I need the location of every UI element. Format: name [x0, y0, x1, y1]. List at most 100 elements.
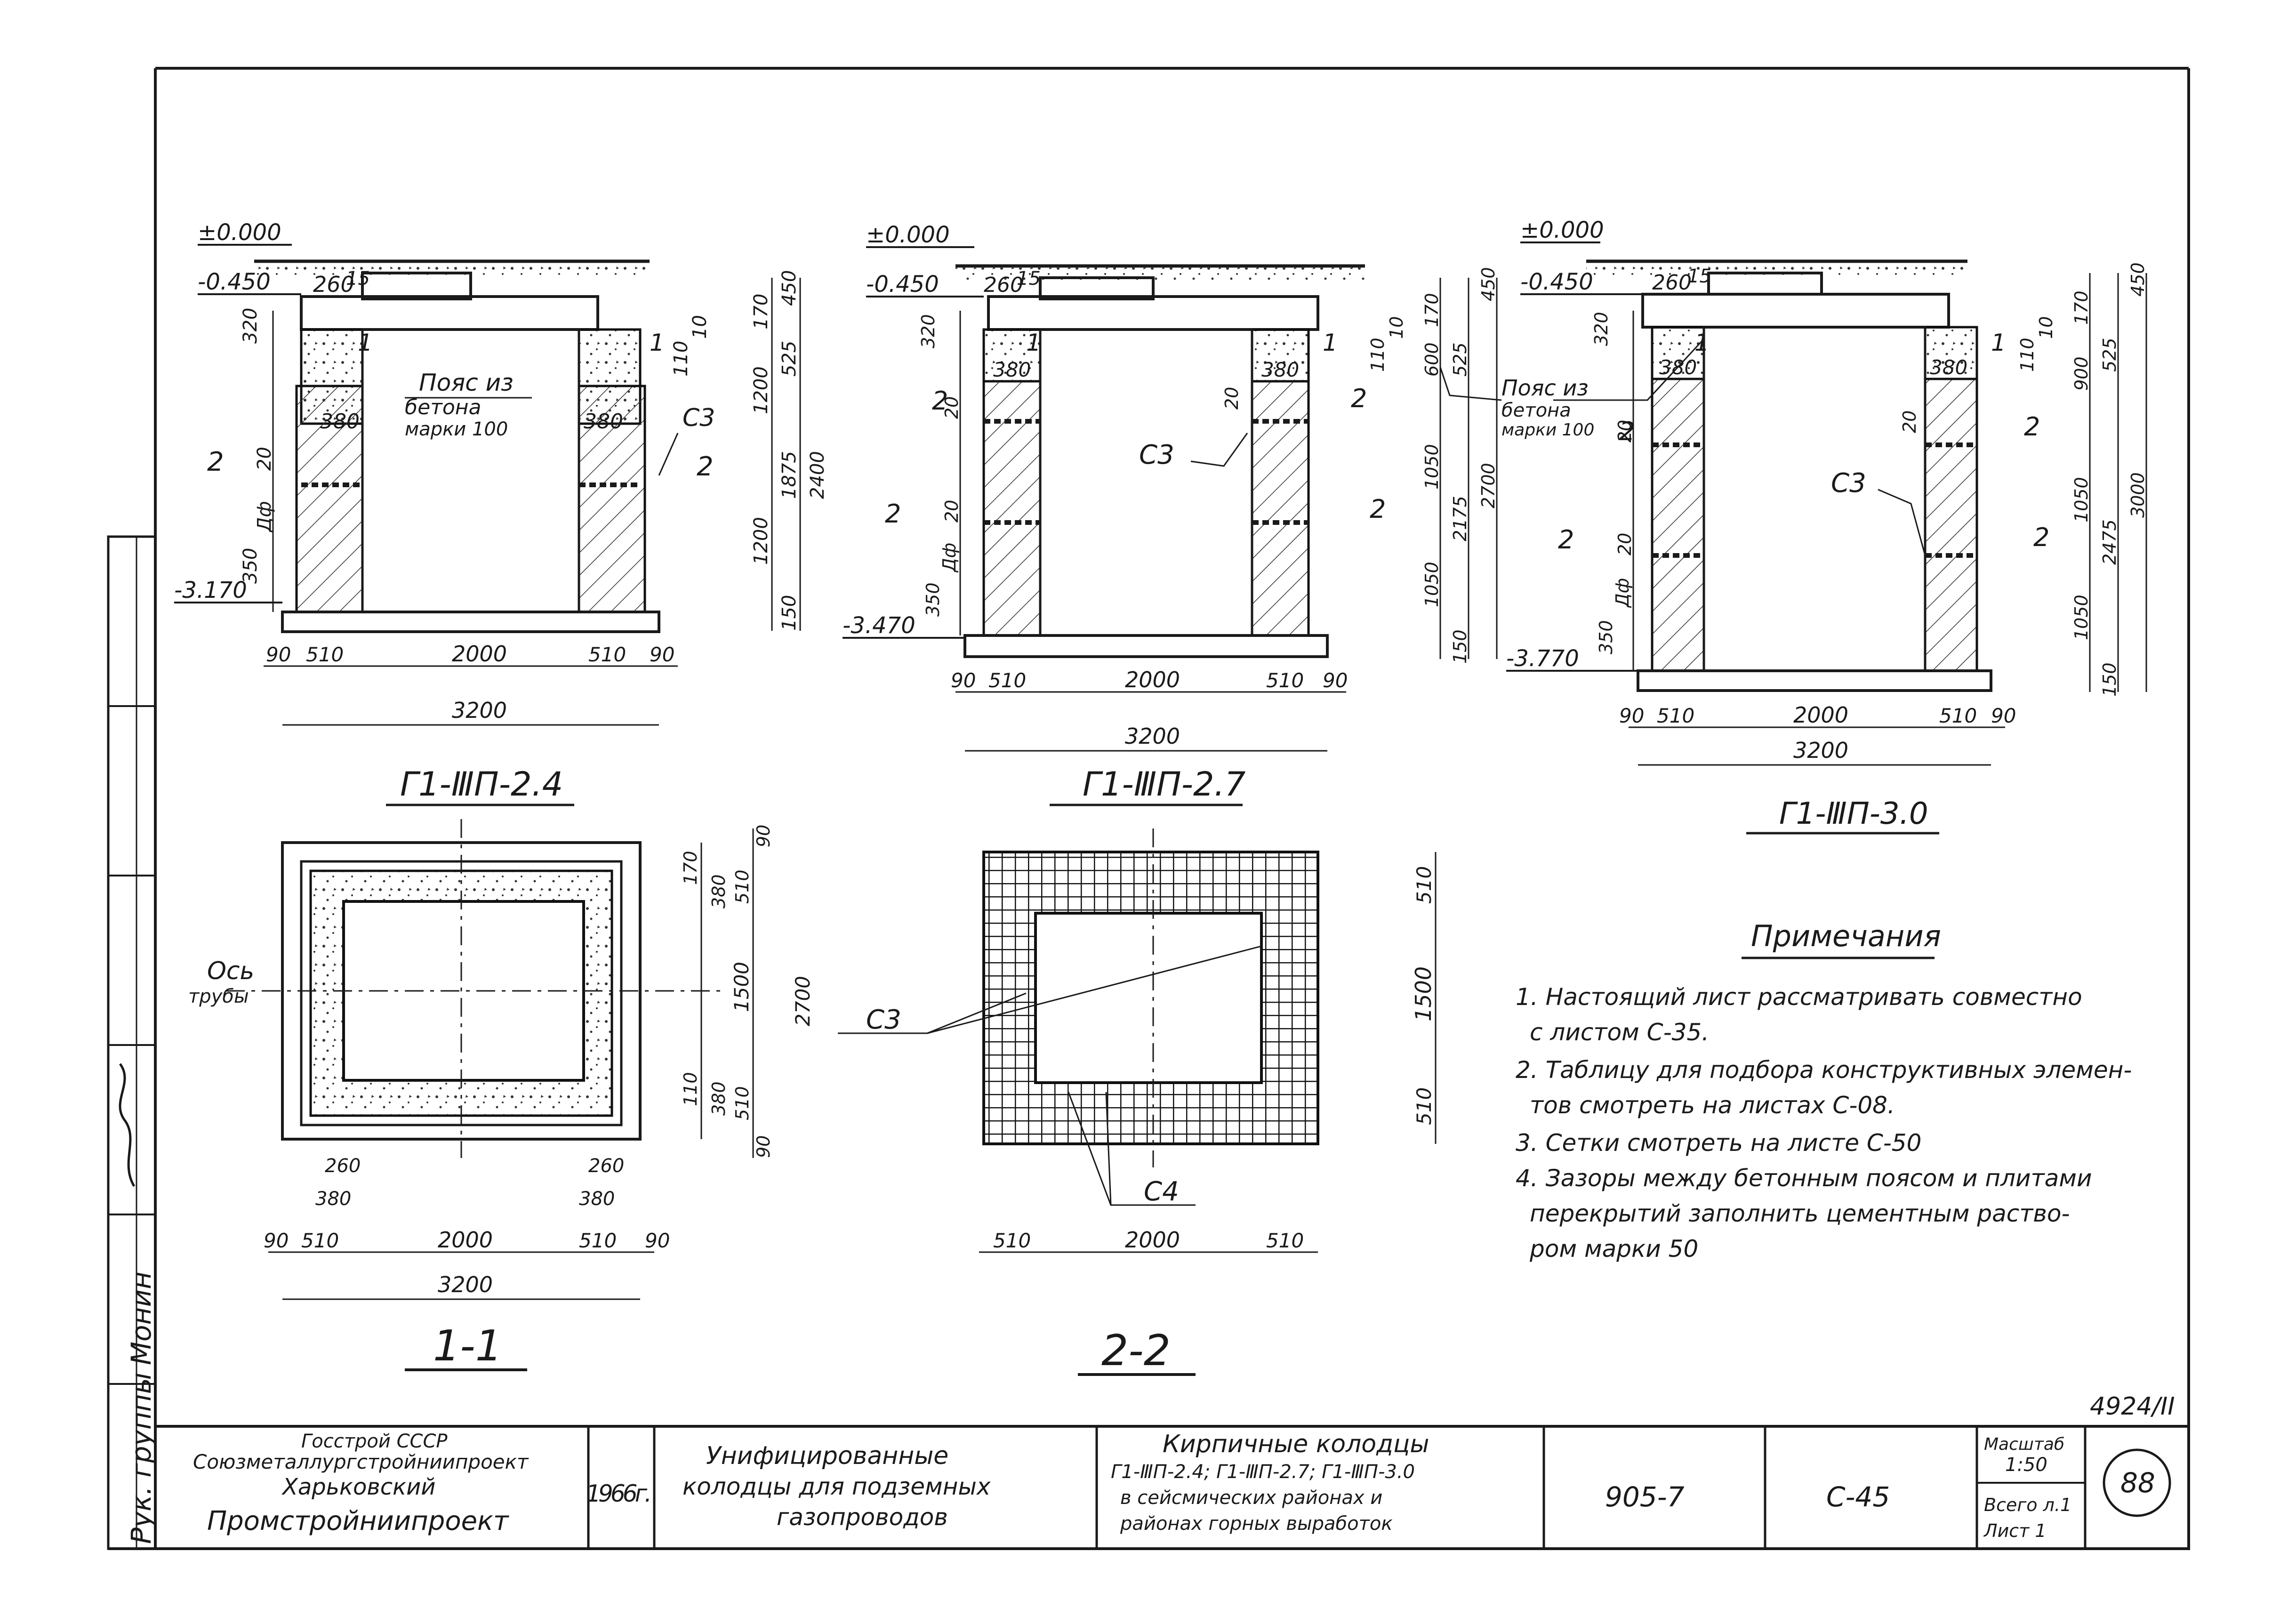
- section-1-1: Ось трубы 90 170 380 510 1500 2700 110 3…: [188, 819, 814, 1371]
- dim-total: 3200: [452, 698, 507, 723]
- right-dim-2175: 2175: [1450, 496, 1470, 541]
- note-line-4: тов смотреть на листах С-08.: [1530, 1092, 1895, 1119]
- left-dim-320: 320: [1591, 312, 1612, 346]
- org-line-1: Госстрой СССР: [301, 1431, 448, 1452]
- left-dim-350: 350: [240, 548, 261, 584]
- belt-note-3: марки 100: [405, 418, 508, 440]
- inner-dim-380-l: 380: [320, 410, 360, 434]
- inner-dim-110: 110: [670, 341, 692, 377]
- right-dim-900: 900: [2071, 356, 2092, 391]
- dim-bottom-90-r: 90: [1323, 669, 1348, 692]
- total-sheets: Всего л.1: [1984, 1495, 2071, 1515]
- inner-dim-10: 10: [689, 315, 711, 339]
- note-line-3: 2. Таблицу для подбора конструктивных эл…: [1516, 1056, 2132, 1084]
- section-mark-1-right: 1: [1323, 329, 1338, 356]
- s11-dim-90-top: 90: [753, 825, 774, 847]
- c3-label: С3: [1139, 440, 1174, 470]
- section-mark-2-upper-right: 2: [2024, 412, 2040, 442]
- s22-dim-2000: 2000: [1125, 1227, 1180, 1253]
- left-dim-20: 20: [254, 447, 275, 471]
- left-dim-350: 350: [1596, 620, 1616, 654]
- s11-dim-90-bottom: 90: [753, 1135, 774, 1158]
- axis-label-1: Ось: [207, 957, 254, 985]
- right-dim-1050-bottom: 1050: [1421, 562, 1442, 607]
- s22-dim-510-r: 510: [1266, 1229, 1304, 1252]
- section-mark-2-upper-left: 2: [932, 386, 948, 416]
- view-title: Г1-ⅢП-2.4: [400, 765, 563, 804]
- section-mark-2-lower-right: 2: [2033, 523, 2049, 552]
- s11-dim-3200: 3200: [438, 1272, 493, 1297]
- level-bottom: -3.170: [174, 577, 247, 603]
- dim-bottom-2000: 2000: [452, 641, 507, 667]
- belt-note-1: Пояс из: [1501, 375, 1589, 401]
- level-2: -0.450: [1520, 269, 1593, 295]
- title-block: Госстрой СССР Союзметаллургстройниипроек…: [154, 1425, 2190, 1550]
- project-line-3: газопроводов: [777, 1503, 948, 1531]
- sheet-index: Лист 1: [1983, 1520, 2047, 1541]
- sheet-title-4: районах горных выработок: [1120, 1513, 1393, 1535]
- right-dim-170: 170: [1421, 293, 1442, 327]
- s22-dim-1500: 1500: [1411, 966, 1436, 1021]
- s22-dim-510-bottom: 510: [1413, 1087, 1436, 1125]
- notes-block: Примечания 1. Настоящий лист рассматрива…: [1516, 919, 2132, 1262]
- signature-mark: [119, 1063, 136, 1187]
- note-line-6: 4. Зазоры между бетонным поясом и плитам…: [1516, 1165, 2092, 1192]
- axis-label-2: трубы: [188, 986, 249, 1007]
- left-dim-df: Дф: [939, 543, 960, 573]
- sheet-title-1: Кирпичные колодцы: [1163, 1430, 1429, 1458]
- notes-title: Примечания: [1751, 919, 1941, 953]
- right-dim-525: 525: [1450, 342, 1470, 377]
- s11-dim-1500: 1500: [730, 962, 753, 1012]
- belt-note-1: Пояс из: [419, 369, 514, 396]
- right-dim-150: 150: [779, 595, 800, 631]
- side-stamp: Рук. группы Монин: [107, 535, 157, 1550]
- view-title: Г1-ⅢП-2.7: [1083, 765, 1245, 804]
- dim-bottom-90-l: 90: [266, 643, 291, 666]
- dim-bottom-2000: 2000: [1125, 667, 1180, 692]
- left-dim-350: 350: [923, 582, 943, 617]
- dim-bottom-90-r: 90: [650, 643, 674, 666]
- top-dim-15: 15: [346, 268, 370, 289]
- section-mark-2-lower-left: 2: [885, 499, 901, 529]
- section-mark-2-lower-left: 2: [1558, 525, 1574, 555]
- dim-bottom-90-l: 90: [951, 669, 976, 692]
- s11-dim-260-l: 260: [325, 1155, 361, 1177]
- left-dim-20-upper: 20: [1614, 420, 1635, 442]
- top-dim-15: 15: [1687, 265, 1711, 287]
- page-number: 88: [2120, 1467, 2155, 1499]
- right-dim-150: 150: [2099, 662, 2120, 697]
- s11-dim-510-bottom: 510: [732, 1086, 753, 1120]
- inner-dim-380-r: 380: [584, 410, 623, 434]
- belt-note-2: бетона: [405, 395, 482, 419]
- section-mark-1-right: 1: [1991, 329, 2006, 356]
- right-dim-150: 150: [1450, 629, 1470, 664]
- org-line-2: Союзметаллургстройниипроект: [193, 1450, 529, 1473]
- sheet-code: 4924/II: [2090, 1392, 2175, 1421]
- inner-dim-380-r: 380: [1261, 358, 1299, 381]
- level-top: ±0.000: [198, 219, 281, 246]
- s11-dim-510-l: 510: [301, 1229, 339, 1252]
- top-dim-260: 260: [313, 272, 354, 297]
- side-stamp-role: Рук. группы: [125, 1373, 157, 1544]
- dim-bottom-510-l: 510: [1657, 704, 1694, 727]
- s11-dim-380-bottom: 380: [708, 1081, 729, 1116]
- dim-bottom-510-l: 510: [988, 669, 1026, 692]
- inner-dim-380-l: 380: [993, 358, 1031, 381]
- belt-note-2: бетона: [1501, 400, 1571, 421]
- inner-dim-20: 20: [1221, 387, 1242, 410]
- note-line-5: 3. Сетки смотреть на листе С-50: [1516, 1129, 1921, 1157]
- c3-label: С3: [1831, 468, 1866, 498]
- section-mark-2-left: 2: [207, 447, 224, 477]
- dim-bottom-510-l: 510: [306, 643, 344, 666]
- org-line-3: Харьковский: [281, 1474, 435, 1500]
- right-dim-170: 170: [2071, 290, 2092, 325]
- right-dim-525: 525: [779, 341, 800, 377]
- view-g1-2-7: ±0.000 -0.450 -3.470 260 15 380 380 20 1…: [843, 222, 1499, 806]
- s11-dim-2000: 2000: [438, 1227, 493, 1253]
- section-2-2: 510 1500 510 С3 С4 510 2000 510 2-2: [838, 828, 1437, 1376]
- top-dim-260: 260: [984, 273, 1023, 297]
- dim-bottom-510-r: 510: [1939, 704, 1977, 727]
- right-dim-450: 450: [779, 270, 800, 306]
- right-dim-1050-bottom: 1050: [2071, 595, 2092, 640]
